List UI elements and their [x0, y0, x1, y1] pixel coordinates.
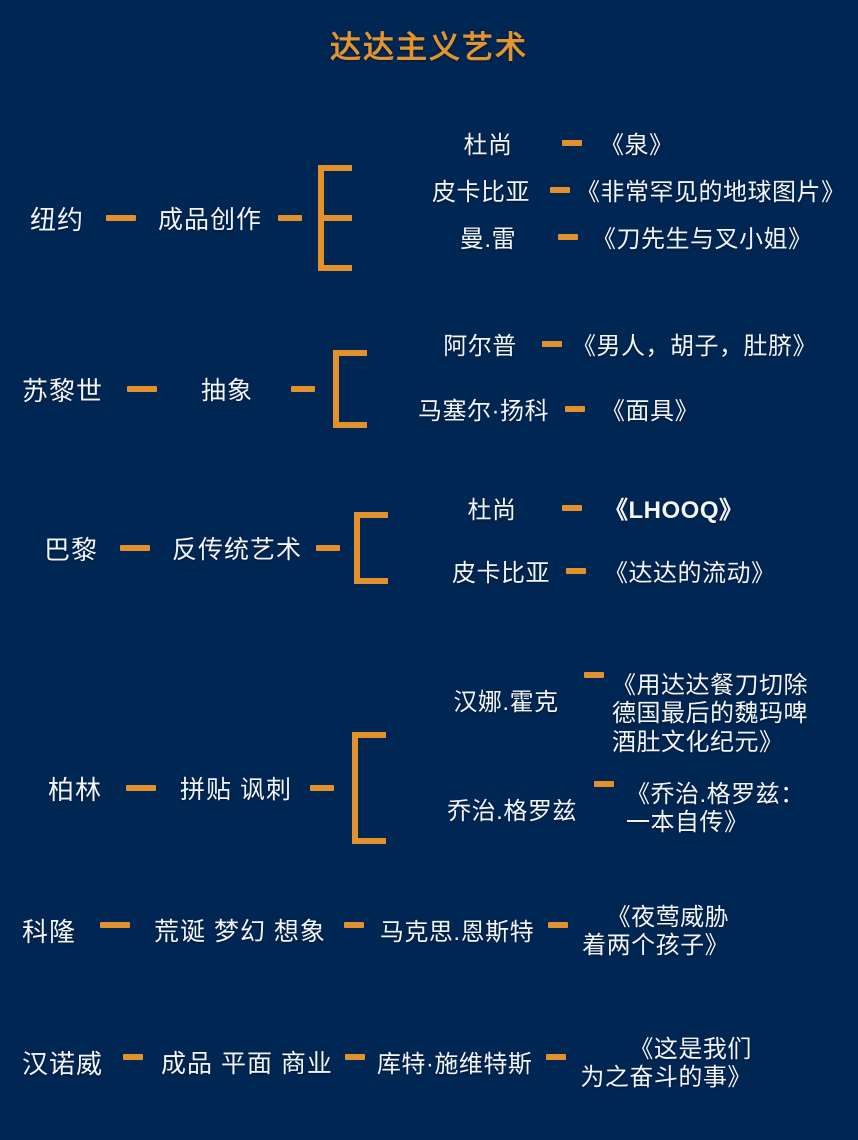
branch-row-paris: 巴黎 反传统艺术 — [44, 512, 394, 584]
connector-dash — [309, 785, 334, 791]
branch-row-zurich: 苏黎世 抽象 — [22, 350, 373, 428]
work-label: 《泉》 — [600, 132, 674, 159]
work-label: 《刀先生与叉小姐》 — [592, 226, 813, 253]
connector-dash — [565, 405, 585, 412]
work-label: 《夜莺威胁 着两个孩子》 — [582, 904, 730, 960]
connector-dash — [344, 1054, 365, 1060]
group-bracket-three-branch — [318, 165, 358, 271]
connector-dash — [566, 567, 586, 574]
bracket-branch — [318, 165, 353, 171]
leaf-group-newyork: 杜尚 《泉》 皮卡比亚 《非常罕见的地球图片》 曼.雷 《刀先生与叉小姐》 — [432, 125, 846, 254]
connector-dash — [100, 922, 131, 928]
bracket-branch — [351, 732, 386, 738]
bracket-branch — [318, 215, 353, 221]
artist-label: 汉娜.霍克 — [453, 689, 559, 716]
connector-dash — [594, 780, 614, 787]
work-label: 《这是我们 为之奋斗的事》 — [580, 1036, 752, 1092]
leaf-item: 皮卡比亚 《达达的流动》 — [444, 553, 776, 588]
group-bracket-two-branch — [351, 732, 392, 844]
branch-row-berlin: 柏林 拼贴 讽刺 — [48, 732, 392, 844]
bracket-branch — [354, 512, 389, 518]
connector-dash — [584, 672, 604, 678]
leaf-item: 阿尔普 《男人，胡子，肚脐》 — [428, 326, 817, 361]
artist-label: 马塞尔·扬科 — [418, 398, 549, 425]
connector-dash — [558, 233, 578, 240]
work-label: 《LHOOQ》 — [604, 497, 744, 524]
trait-label: 成品创作 — [158, 206, 263, 234]
artist-label: 皮卡比亚 — [432, 179, 530, 206]
artist-label: 库特·施维特斯 — [376, 1051, 533, 1078]
connector-dash — [291, 386, 316, 392]
leaf-item: 曼.雷 《刀先生与叉小姐》 — [432, 219, 846, 254]
city-label: 汉诺威 — [22, 1049, 104, 1079]
leaf-group-paris: 杜尚 《LHOOQ》 皮卡比亚 《达达的流动》 — [444, 490, 776, 588]
work-label: 《非常罕见的地球图片》 — [576, 179, 846, 206]
city-label: 科隆 — [22, 917, 77, 947]
trait-label: 荒诞 梦幻 想象 — [154, 918, 326, 946]
bracket-branch — [333, 422, 368, 428]
artist-label: 杜尚 — [463, 132, 513, 159]
connector-dash — [120, 545, 151, 551]
leaf-item: 杜尚 《泉》 — [432, 125, 846, 160]
connector-dash — [343, 922, 364, 928]
trait-label: 拼贴 讽刺 — [180, 776, 292, 804]
connector-dash — [562, 139, 582, 146]
city-label: 柏林 — [48, 774, 103, 805]
work-label: 《男人，胡子，肚脐》 — [572, 333, 817, 360]
bracket-branch — [318, 265, 353, 271]
artist-label: 马克思.恩斯特 — [379, 919, 535, 946]
bracket-branch — [333, 350, 368, 356]
work-label: 《乔治.格罗兹： 一本自传》 — [626, 780, 805, 837]
leaf-item: 汉娜.霍克 《用达达餐刀切除 德国最后的魏玛啤 酒肚文化纪元》 — [436, 672, 808, 757]
work-label: 《用达达餐刀切除 德国最后的魏玛啤 酒肚文化纪元》 — [612, 672, 808, 756]
bracket-branch — [354, 578, 389, 584]
leaf-item: 乔治.格罗兹 《乔治.格罗兹： 一本自传》 — [436, 780, 808, 838]
artist-label: 曼.雷 — [459, 226, 517, 253]
connector-dash — [562, 504, 582, 511]
trait-label: 反传统艺术 — [172, 536, 303, 564]
trait-label: 抽象 — [201, 377, 254, 405]
city-label: 纽约 — [30, 204, 85, 235]
connector-dash — [106, 215, 137, 221]
connector-dash — [542, 340, 562, 347]
artist-label: 杜尚 — [467, 497, 517, 524]
artist-label: 皮卡比亚 — [452, 560, 550, 587]
bracket-spine — [333, 350, 340, 428]
connector-dash — [316, 545, 341, 551]
work-label: 《面具》 — [601, 398, 699, 425]
bracket-branch — [351, 838, 386, 844]
branch-row-hannover: 汉诺威 成品 平面 商业 库特·施维特斯 《这是我们 为之奋斗的事》 — [22, 1036, 752, 1093]
connector-dash — [127, 386, 158, 392]
leaf-group-berlin: 汉娜.霍克 《用达达餐刀切除 德国最后的魏玛啤 酒肚文化纪元》 乔治.格罗兹 《… — [436, 672, 808, 838]
bracket-spine — [351, 732, 358, 844]
artist-label: 乔治.格罗兹 — [447, 797, 577, 825]
group-bracket-two-branch — [333, 350, 373, 428]
connector-dash — [550, 186, 570, 193]
trait-label: 成品 平面 商业 — [161, 1050, 333, 1078]
branch-row-cologne: 科隆 荒诞 梦幻 想象 马克思.恩斯特 《夜莺威胁 着两个孩子》 — [22, 904, 729, 961]
city-label: 巴黎 — [44, 534, 99, 565]
group-bracket-two-branch — [354, 512, 394, 584]
connector-dash — [126, 785, 157, 791]
connector-dash — [546, 1054, 567, 1060]
page-title: 达达主义艺术 — [330, 30, 528, 65]
city-label: 苏黎世 — [22, 375, 104, 406]
bracket-spine — [354, 512, 361, 584]
connector-dash — [278, 215, 303, 221]
leaf-group-zurich: 阿尔普 《男人，胡子，肚脐》 马塞尔·扬科 《面具》 — [418, 326, 817, 426]
leaf-item: 杜尚 《LHOOQ》 — [444, 490, 776, 525]
connector-dash — [123, 1054, 144, 1060]
leaf-item: 马塞尔·扬科 《面具》 — [418, 391, 817, 426]
work-label: 《达达的流动》 — [604, 560, 776, 587]
leaf-item: 皮卡比亚 《非常罕见的地球图片》 — [432, 172, 846, 207]
artist-label: 阿尔普 — [443, 333, 517, 360]
connector-dash — [548, 922, 569, 928]
branch-row-newyork: 纽约 成品创作 — [30, 165, 358, 271]
